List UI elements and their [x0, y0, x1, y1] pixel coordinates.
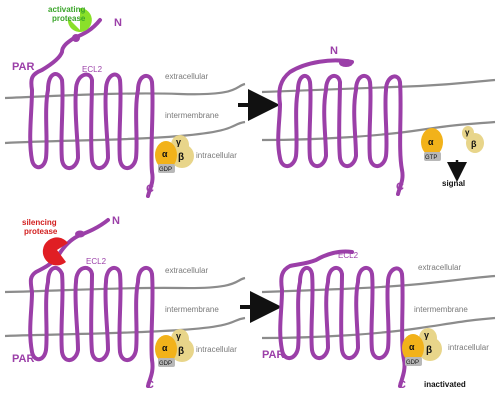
c-label: C [146, 379, 154, 391]
n-label: N [114, 17, 122, 29]
g-alpha-subunit [421, 128, 443, 156]
protease-label-line1: silencing [22, 218, 57, 227]
alpha-symbol: α [162, 343, 168, 353]
gamma-symbol: γ [465, 128, 470, 137]
membrane-lines [4, 82, 246, 145]
activating-protease-icon [67, 8, 92, 32]
membrane-lines [261, 78, 496, 142]
gtp-tag [424, 152, 441, 161]
membrane-lines [261, 274, 496, 340]
gamma-symbol: γ [424, 330, 429, 340]
activating-protease-label: activating protease [48, 5, 88, 23]
membrane-inner-line [261, 120, 496, 142]
intermembrane-label: intermembrane [165, 305, 219, 314]
nucleotide-label: GDP [159, 361, 172, 367]
c-label: C [396, 181, 404, 193]
par-label: PAR [262, 349, 284, 361]
extracellular-label: extracellular [418, 263, 461, 272]
par-receptor-chain [278, 249, 407, 388]
protease-label-line2: protease [24, 227, 58, 236]
par-receptor-chain [28, 18, 155, 198]
gdp-tag [158, 358, 175, 367]
membrane-outer-line [261, 78, 496, 94]
ecl2-label: ECL2 [86, 257, 107, 266]
beta-symbol: β [426, 345, 432, 356]
membrane-outer-line [4, 82, 246, 100]
n-label: N [112, 215, 120, 227]
beta-symbol: β [471, 139, 477, 149]
signal-label: signal [442, 179, 465, 188]
nucleotide-label: GTP [425, 155, 437, 161]
nucleotide-label: GDP [406, 360, 419, 366]
g-alpha-subunit [155, 141, 177, 169]
membrane-inner-line [4, 316, 246, 338]
n-terminus-knob [72, 34, 80, 42]
n-terminus-knob [75, 230, 85, 238]
beta-symbol: β [178, 152, 184, 163]
extracellular-label: extracellular [165, 72, 208, 81]
membrane-inner-line [261, 316, 496, 340]
tethered-ligand-knob [339, 59, 353, 67]
g-protein-complex: α β γ GDP [402, 328, 442, 366]
gamma-symbol: γ [176, 331, 181, 341]
protease-label-line1: activating [48, 5, 85, 14]
intracellular-label: intracellular [196, 345, 237, 354]
membrane-outer-line [4, 276, 246, 294]
par-label: PAR [12, 353, 34, 365]
par-receptor-chain [276, 58, 405, 196]
intermembrane-label: intermembrane [414, 305, 468, 314]
ecl2-label: ECL2 [82, 65, 103, 74]
n-label: N [330, 45, 338, 57]
silencing-protease-icon [42, 237, 68, 266]
g-protein-split: α GTP γ β [421, 126, 484, 161]
gdp-tag [405, 357, 422, 366]
nucleotide-label: GDP [159, 167, 172, 173]
par-label: PAR [12, 61, 34, 73]
ecl2-label: ECL2 [338, 251, 359, 260]
gdp-tag [158, 164, 175, 173]
intracellular-label: intracellular [448, 343, 489, 352]
alpha-symbol: α [428, 137, 434, 147]
alpha-symbol: α [162, 149, 168, 159]
panel-top-right: N α GTP γ β signal C [261, 45, 496, 196]
extracellular-label: extracellular [165, 266, 208, 275]
panel-bottom-left: silencing protease N PAR ECL2 extracellu… [4, 215, 246, 391]
beta-symbol: β [178, 346, 184, 357]
gamma-symbol: γ [176, 137, 181, 147]
silencing-protease-label: silencing protease [22, 218, 59, 236]
c-label: C [146, 183, 154, 195]
membrane-outer-line [261, 274, 496, 294]
protease-label-line2: protease [52, 14, 86, 23]
intracellular-label: intracellular [196, 151, 237, 160]
par-receptor-chain [28, 218, 155, 388]
alpha-symbol: α [409, 342, 415, 352]
g-alpha-subunit [402, 334, 424, 362]
panel-top-left: activating protease N PAR ECL2 extracell… [4, 5, 246, 198]
c-label: C [398, 379, 406, 391]
g-protein-complex: α β γ GDP [155, 135, 194, 173]
membrane-inner-line [4, 120, 246, 145]
g-beta-subunit [418, 337, 442, 361]
g-protein-complex: α β γ GDP [155, 329, 194, 367]
g-beta-subunit [466, 133, 484, 153]
inactivated-label: inactivated [424, 380, 466, 389]
g-alpha-subunit [155, 335, 177, 363]
intermembrane-label: intermembrane [165, 111, 219, 120]
panel-bottom-right: PAR ECL2 extracellular intermembrane int… [261, 249, 496, 391]
